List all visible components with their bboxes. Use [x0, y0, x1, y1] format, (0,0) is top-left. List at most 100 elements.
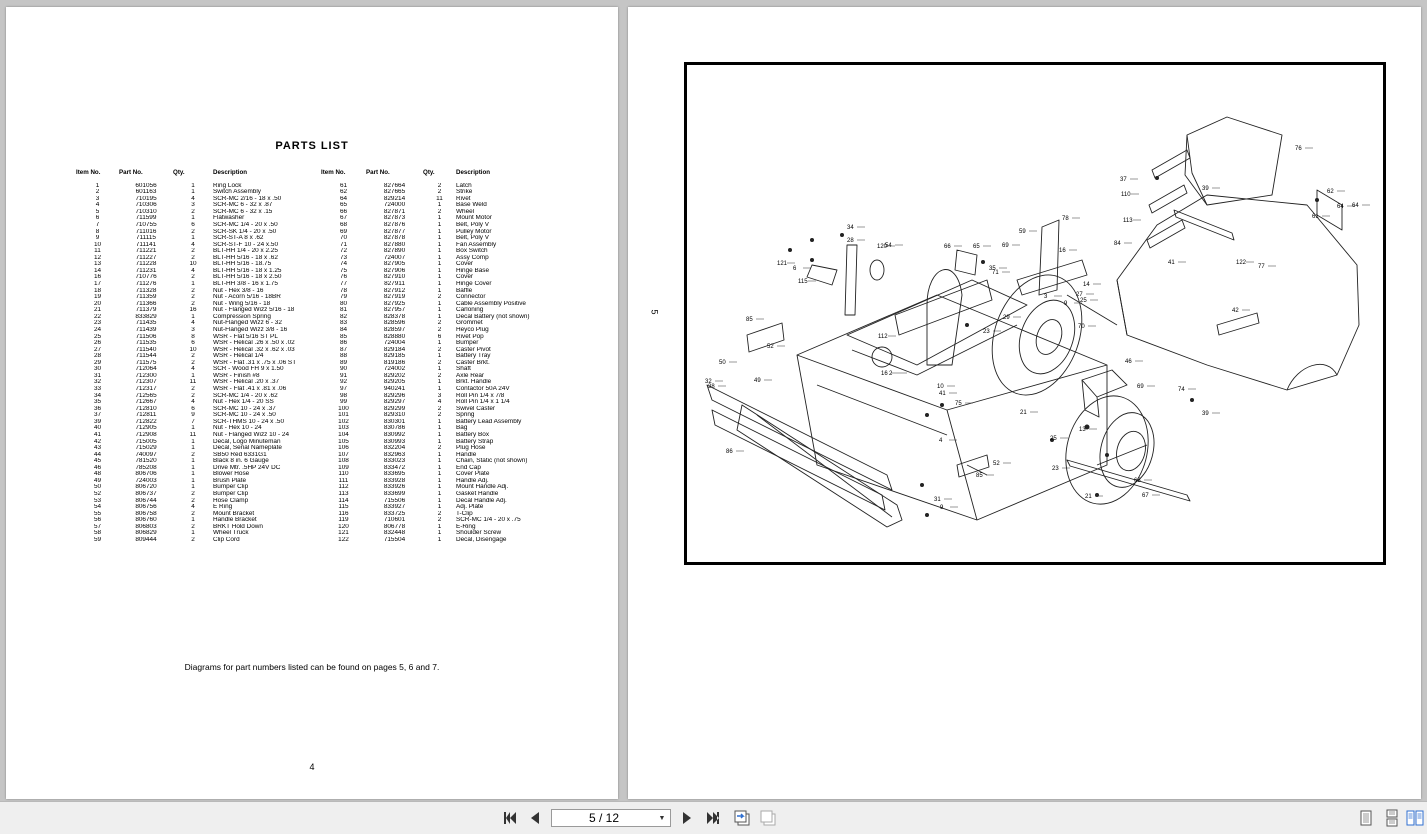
table-cell: 61 [339, 182, 348, 189]
table-cell: 1 [437, 431, 442, 438]
table-cell: 35 [93, 399, 102, 406]
table-cell: 1 [191, 530, 195, 537]
table-cell: 1 [437, 477, 442, 484]
table-cell: Gasket Handle [456, 491, 499, 497]
table-cell: 827876 [383, 221, 406, 228]
table-cell: 1 [437, 523, 442, 530]
prev-page-button[interactable] [526, 808, 544, 828]
diagram-callout-label: 42 [1232, 308, 1239, 314]
single-page-view-button[interactable] [1357, 808, 1375, 828]
diagram-callout-label: 9 [1064, 301, 1068, 307]
table-cell: 806803 [135, 523, 157, 530]
diagram-callout-label: 34 [847, 225, 854, 231]
first-page-button[interactable] [500, 808, 520, 828]
table-cell: WSR - Flat 5/16 ST PL [213, 333, 278, 340]
last-page-button[interactable] [703, 808, 723, 828]
continuous-view-button[interactable] [1383, 808, 1401, 828]
table-cell: 2 [437, 359, 442, 366]
table-cell: BLT-HH 3/8 - 16 x 1.75 [213, 281, 278, 287]
table-cell: 6 [191, 340, 195, 347]
diagram-callout-label: 77 [1258, 264, 1265, 270]
table-cell: SCR-SK 1/4 - 20 x .50 [213, 228, 277, 235]
table-cell: Nut - Flanged Wizz 5/16 - 18 [213, 307, 295, 314]
table-cell: 827890 [383, 248, 406, 255]
table-cell: Belt, Poly V [456, 235, 490, 242]
table-cell: 711439 [135, 326, 157, 333]
table-cell: 829297 [383, 399, 406, 406]
table-cell: 2 [437, 412, 442, 419]
document-viewer[interactable]: PARTS LIST Item No. Part No. Qty. Descri… [0, 0, 1427, 801]
table-cell: 827665 [383, 189, 406, 196]
parts-list-title: PARTS LIST [275, 140, 349, 152]
table-cell: 2 [191, 510, 195, 517]
table-cell: 50 [93, 484, 102, 491]
table-cell: 33 [93, 386, 102, 392]
table-cell: 940241 [383, 386, 406, 392]
table-cell: 79 [339, 294, 348, 301]
page-selector[interactable]: ▼ [551, 809, 671, 827]
table-cell: Heyco Plug [456, 326, 489, 333]
table-cell: 715504 [383, 536, 406, 543]
two-page-view-button[interactable] [1405, 808, 1425, 828]
header-qty: Qty. [173, 169, 185, 176]
diagram-callout-label: 67 [1142, 493, 1149, 499]
table-cell: 102 [338, 418, 349, 425]
table-cell: 1 [437, 274, 442, 281]
table-cell: 57 [93, 523, 102, 530]
table-cell: 1 [437, 307, 442, 314]
table-cell: Cover [456, 261, 474, 268]
table-cell: 2 [191, 359, 195, 366]
table-cell: Battery Strap [456, 438, 494, 445]
table-cell: 1 [95, 182, 100, 189]
table-cell: 2 [437, 510, 442, 517]
table-cell: Spring [456, 412, 475, 419]
first-page-icon [504, 812, 516, 824]
table-cell: 88 [339, 353, 348, 360]
diagram-callout-label: 21 [1020, 410, 1027, 416]
table-cell: 828378 [383, 313, 406, 320]
diagram-callout-label: 112 [878, 334, 888, 340]
next-page-button[interactable] [678, 808, 696, 828]
table-cell: Flatwasher [213, 215, 245, 222]
table-cell: Strike [456, 189, 473, 196]
diagram-callout-label: 41 [939, 391, 946, 397]
table-cell: 2 [191, 228, 195, 235]
table-cell: 711228 [135, 261, 157, 268]
go-back-button[interactable] [731, 808, 753, 828]
table-cell: 3 [95, 195, 100, 202]
table-cell: 2 [191, 386, 195, 392]
diagram-callout-label: 122 [1236, 260, 1247, 266]
go-forward-button[interactable] [757, 808, 779, 828]
table-cell: 1 [437, 379, 442, 386]
table-cell: WSR - Helical .20 x .37 [213, 379, 280, 386]
table-cell: Caster Brkt. [456, 359, 490, 366]
page-number-input[interactable] [552, 810, 656, 826]
diagram-callout-label: 23 [983, 329, 990, 335]
page-number-left: 4 [309, 762, 315, 772]
table-cell: Nut-Flanged Wizz 6 - 32 [213, 320, 282, 327]
table-cell: 833829 [135, 313, 157, 320]
table-cell: 97 [339, 386, 348, 392]
table-cell: Box Switch [456, 248, 488, 255]
diagram-callout-label: 52 [993, 461, 1000, 467]
table-cell: 2 [437, 326, 442, 333]
table-cell: 46 [93, 464, 102, 471]
table-cell: 724003 [135, 477, 157, 484]
table-cell: 712905 [135, 425, 157, 432]
page-select-arrow-icon[interactable]: ▼ [658, 814, 666, 822]
table-cell: 1 [437, 458, 442, 465]
table-cell: 4 [191, 504, 195, 511]
table-cell: SCR-ST-F 10 - 24 x.50 [213, 241, 278, 248]
table-cell: 827910 [383, 274, 406, 281]
table-cell: 83 [339, 320, 348, 327]
table-cell: Carloning [456, 307, 484, 314]
table-cell: 830992 [383, 431, 406, 438]
table-cell: 711227 [135, 254, 157, 261]
